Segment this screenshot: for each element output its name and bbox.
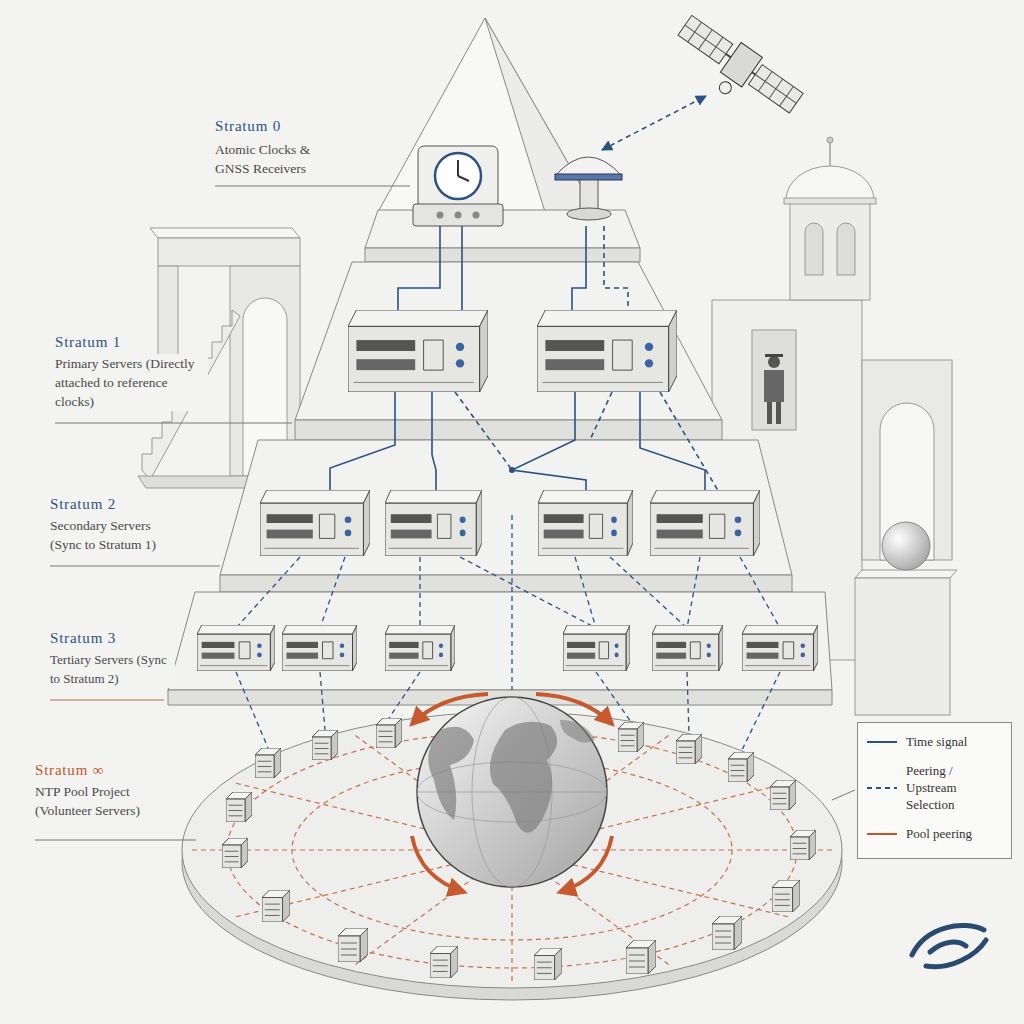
label-anchor: Stratum ∞ — [32, 760, 198, 780]
satellite-link — [602, 96, 706, 150]
legend-entry: Pool peering — [866, 825, 1003, 842]
tower-structure — [712, 137, 957, 715]
legend-line-sample — [866, 783, 898, 793]
stratum-heading: Stratum 1 — [52, 332, 124, 352]
label-anchor: Stratum 1 — [52, 332, 218, 352]
stratum-description: Atomic Clocks & GNSS Receivers — [212, 140, 338, 178]
legend-line-sample — [866, 737, 898, 747]
legend-line — [867, 833, 897, 835]
legend-text: Peering / Upstream Selection — [906, 762, 1003, 813]
stratum-description: Primary Servers (Directly attached to re… — [52, 354, 208, 411]
atomic-clock — [413, 146, 503, 226]
legend-line — [867, 741, 897, 743]
globe — [417, 697, 607, 887]
time-signal-wires — [330, 226, 720, 494]
stratum-heading: Stratum ∞ — [32, 760, 107, 780]
stratum-heading: Stratum 3 — [47, 628, 119, 648]
pool-rotation-arrows — [412, 694, 612, 892]
stratum-heading: Stratum 2 — [47, 494, 119, 514]
label-anchor: Stratum 0 — [212, 116, 378, 136]
stratum-description: Tertiary Servers (Sync to Stratum 2) — [47, 650, 175, 688]
satellite — [665, 10, 806, 131]
legend-entry: Time signal — [866, 733, 1003, 750]
label-anchor: Stratum 2 — [47, 494, 213, 514]
pyramid-tiers — [168, 18, 832, 705]
legend-entry: Peering / Upstream Selection — [866, 762, 1003, 813]
figure-in-doorway — [764, 354, 784, 424]
legend-box: Time signalPeering / Upstream SelectionP… — [857, 722, 1012, 859]
label-anchor: Tertiary Servers (Sync to Stratum 2) — [47, 650, 175, 688]
legend-text: Pool peering — [906, 825, 1003, 842]
server-units — [197, 310, 818, 671]
label-anchor: Primary Servers (Directly attached to re… — [52, 354, 208, 411]
sphere — [882, 522, 930, 570]
logo-mark — [912, 926, 986, 967]
legend-text: Time signal — [906, 733, 1003, 750]
stratum-description: NTP Pool Project (Volunteer Servers) — [32, 782, 188, 820]
gnss-receiver — [555, 157, 622, 220]
label-anchor: NTP Pool Project (Volunteer Servers) — [32, 782, 188, 820]
stratum-heading: Stratum 0 — [212, 116, 284, 136]
leader-lines — [35, 186, 855, 840]
legend-line-sample — [866, 829, 898, 839]
label-anchor: Atomic Clocks & GNSS Receivers — [212, 140, 338, 178]
label-anchor: Stratum 3 — [47, 628, 213, 648]
label-anchor: Secondary Servers (Sync to Stratum 1) — [47, 516, 188, 554]
stratum-description: Secondary Servers (Sync to Stratum 1) — [47, 516, 188, 554]
legend-line — [867, 787, 897, 789]
